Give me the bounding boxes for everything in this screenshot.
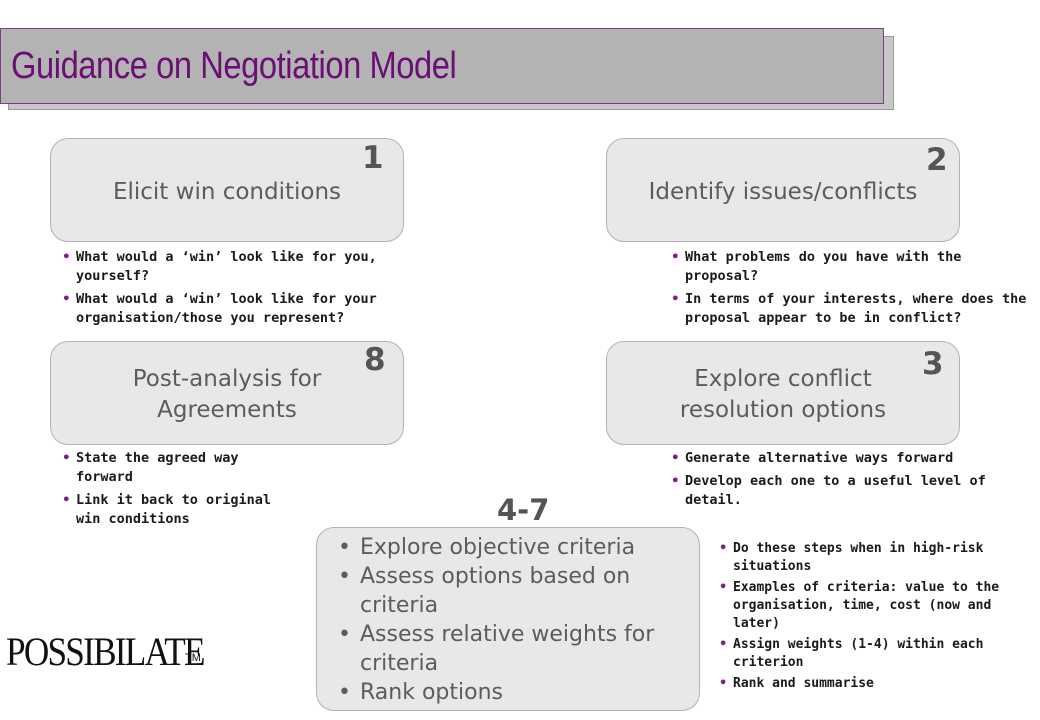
- step-box-2: Identify issues/conflicts: [606, 138, 960, 242]
- step-label-2: Identify issues/conflicts: [648, 178, 918, 205]
- step-notes-1: •What would a ‘win’ look like for you, y…: [62, 248, 414, 332]
- list-item: •Rank options: [338, 680, 503, 705]
- step-notes-4-7: •Do these steps when in high-risk situat…: [719, 540, 1031, 696]
- step-box-4-7: [316, 527, 700, 711]
- step-number-8: 8: [364, 342, 386, 378]
- step-list-4-7: •Explore objective criteria •Assess opti…: [338, 533, 698, 707]
- list-item: •Generate alternative ways forward: [671, 450, 954, 466]
- list-item: •What would a ‘win’ look like for your o…: [62, 291, 377, 326]
- list-item: •What problems do you have with the prop…: [671, 249, 962, 284]
- list-item: •State the agreed way forward: [62, 450, 239, 485]
- page-title: Guidance on Negotiation Model: [11, 44, 457, 87]
- list-item: •Link it back to original win conditions: [62, 492, 272, 527]
- step-number-4-7: 4-7: [497, 493, 550, 527]
- list-item: •Do these steps when in high-risk situat…: [719, 541, 984, 574]
- step-label-1: Elicit win conditions: [112, 178, 342, 205]
- list-item: •Rank and summarise: [719, 676, 874, 691]
- list-item: •In terms of your interests, where does …: [671, 291, 1027, 326]
- list-item: •Assess options based on criteria: [338, 564, 631, 618]
- possibilate-logo: POSSIBILATE: [6, 629, 205, 674]
- step-number-3: 3: [922, 346, 944, 382]
- list-item: •Explore objective criteria: [338, 535, 636, 560]
- list-item: •Examples of criteria: value to the orga…: [719, 580, 1000, 631]
- list-item: •What would a ‘win’ look like for you, y…: [62, 249, 377, 284]
- trademark-mark: TM: [185, 652, 201, 664]
- step-notes-2: •What problems do you have with the prop…: [671, 248, 1039, 332]
- step-number-2: 2: [926, 142, 948, 178]
- step-notes-8: •State the agreed way forward •Link it b…: [62, 449, 302, 533]
- step-box-1: Elicit win conditions: [50, 138, 404, 242]
- title-bar: Guidance on Negotiation Model: [0, 28, 884, 104]
- list-item: •Assess relative weights for criteria: [338, 622, 655, 676]
- step-number-1: 1: [362, 140, 384, 176]
- step-notes-3: •Generate alternative ways forward •Deve…: [671, 449, 1011, 514]
- list-item: •Develop each one to a useful level of d…: [671, 473, 986, 508]
- list-item: •Assign weights (1-4) within each criter…: [719, 637, 984, 670]
